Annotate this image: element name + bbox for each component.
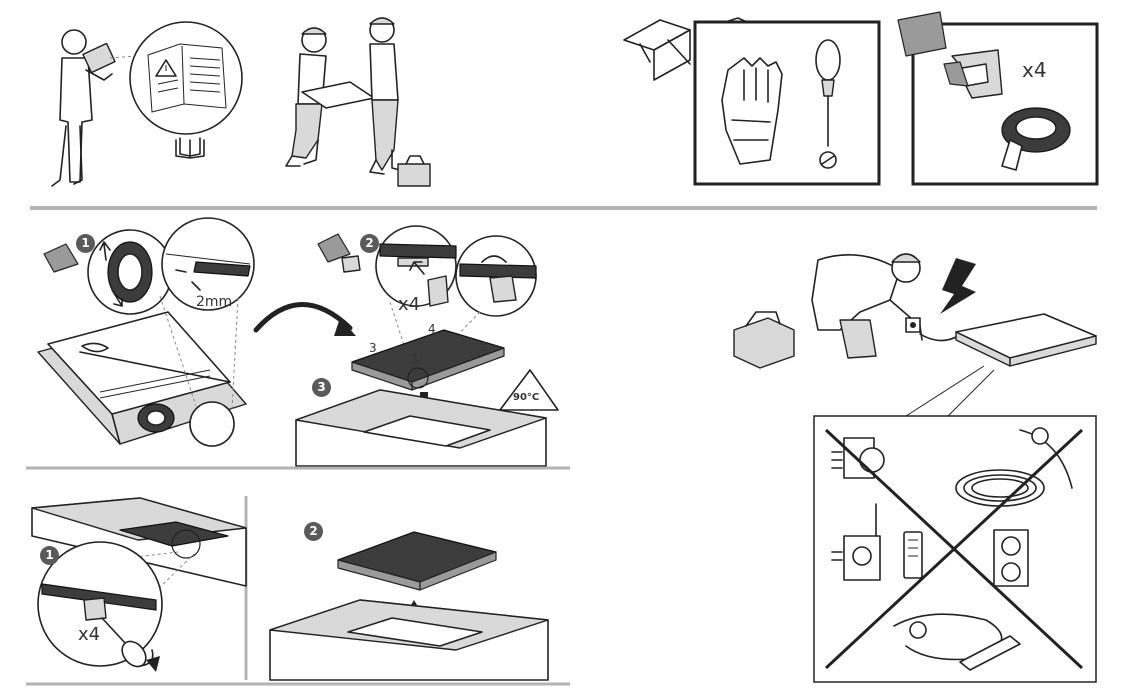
step-badge-install-1: 1	[76, 234, 95, 253]
hob-lifted	[337, 531, 497, 591]
corner-4-label: 4	[428, 322, 436, 336]
clip-quantity-label: x4	[398, 294, 421, 315]
step-badge-install-2: 2	[360, 234, 379, 253]
person-reading-manual	[51, 29, 151, 187]
cross-out-icon	[824, 428, 1084, 670]
electrician-worker	[811, 253, 923, 359]
sealing-tape-roll-icon	[1001, 107, 1071, 171]
corner-1-label: 1	[412, 352, 420, 366]
hob-top-view	[351, 329, 505, 391]
workers-carrying-hob	[285, 17, 431, 187]
worktop-installed-hob	[31, 497, 247, 587]
fixing-clip-icon	[943, 49, 1003, 99]
worktop-cutout	[295, 389, 547, 467]
small-toolbox-icon	[733, 311, 795, 369]
step-badge-install-3: 3	[312, 378, 331, 397]
max-temperature-label: 90°C	[513, 392, 540, 403]
gloves-icon	[721, 57, 783, 165]
tape-edge-zoom-circle	[161, 217, 255, 311]
corner-2-label: 2	[480, 340, 488, 354]
bag-icon	[897, 11, 947, 57]
tape-quantity-label: x4	[1022, 58, 1047, 82]
clip-zoom-left	[375, 225, 457, 307]
power-strip-icon	[893, 613, 1021, 671]
tape-bag-icon	[43, 243, 79, 273]
gap-measure-label: 2mm	[196, 294, 233, 310]
socket-icon	[905, 317, 959, 342]
max-temperature-icon	[499, 369, 559, 411]
open-book-icon	[175, 137, 205, 159]
step-badge-remove-1: 1	[40, 546, 59, 565]
screw-removal-zoom	[37, 541, 163, 672]
hob-box-plan	[955, 313, 1097, 367]
clip-zoom-right	[455, 235, 537, 317]
step-arrow-curved	[253, 302, 356, 336]
tape-zoom-circle	[87, 229, 173, 315]
screwdriver-icon	[815, 39, 841, 169]
lightning-bolt-icon	[940, 258, 976, 314]
accessories-box-frame	[911, 22, 1099, 186]
manual-zoom-circle	[129, 21, 243, 135]
step-badge-remove-2: 2	[304, 522, 323, 541]
worktop-empty-cutout	[269, 599, 549, 681]
remote-control-icon	[903, 531, 923, 579]
hob-underside	[37, 311, 247, 447]
double-socket-icon	[993, 529, 1029, 587]
corner-3-label: 3	[369, 341, 377, 355]
clip-bag-icon	[317, 233, 361, 273]
screw-quantity-label: x4	[78, 624, 101, 645]
timer-socket-icon	[831, 503, 881, 581]
